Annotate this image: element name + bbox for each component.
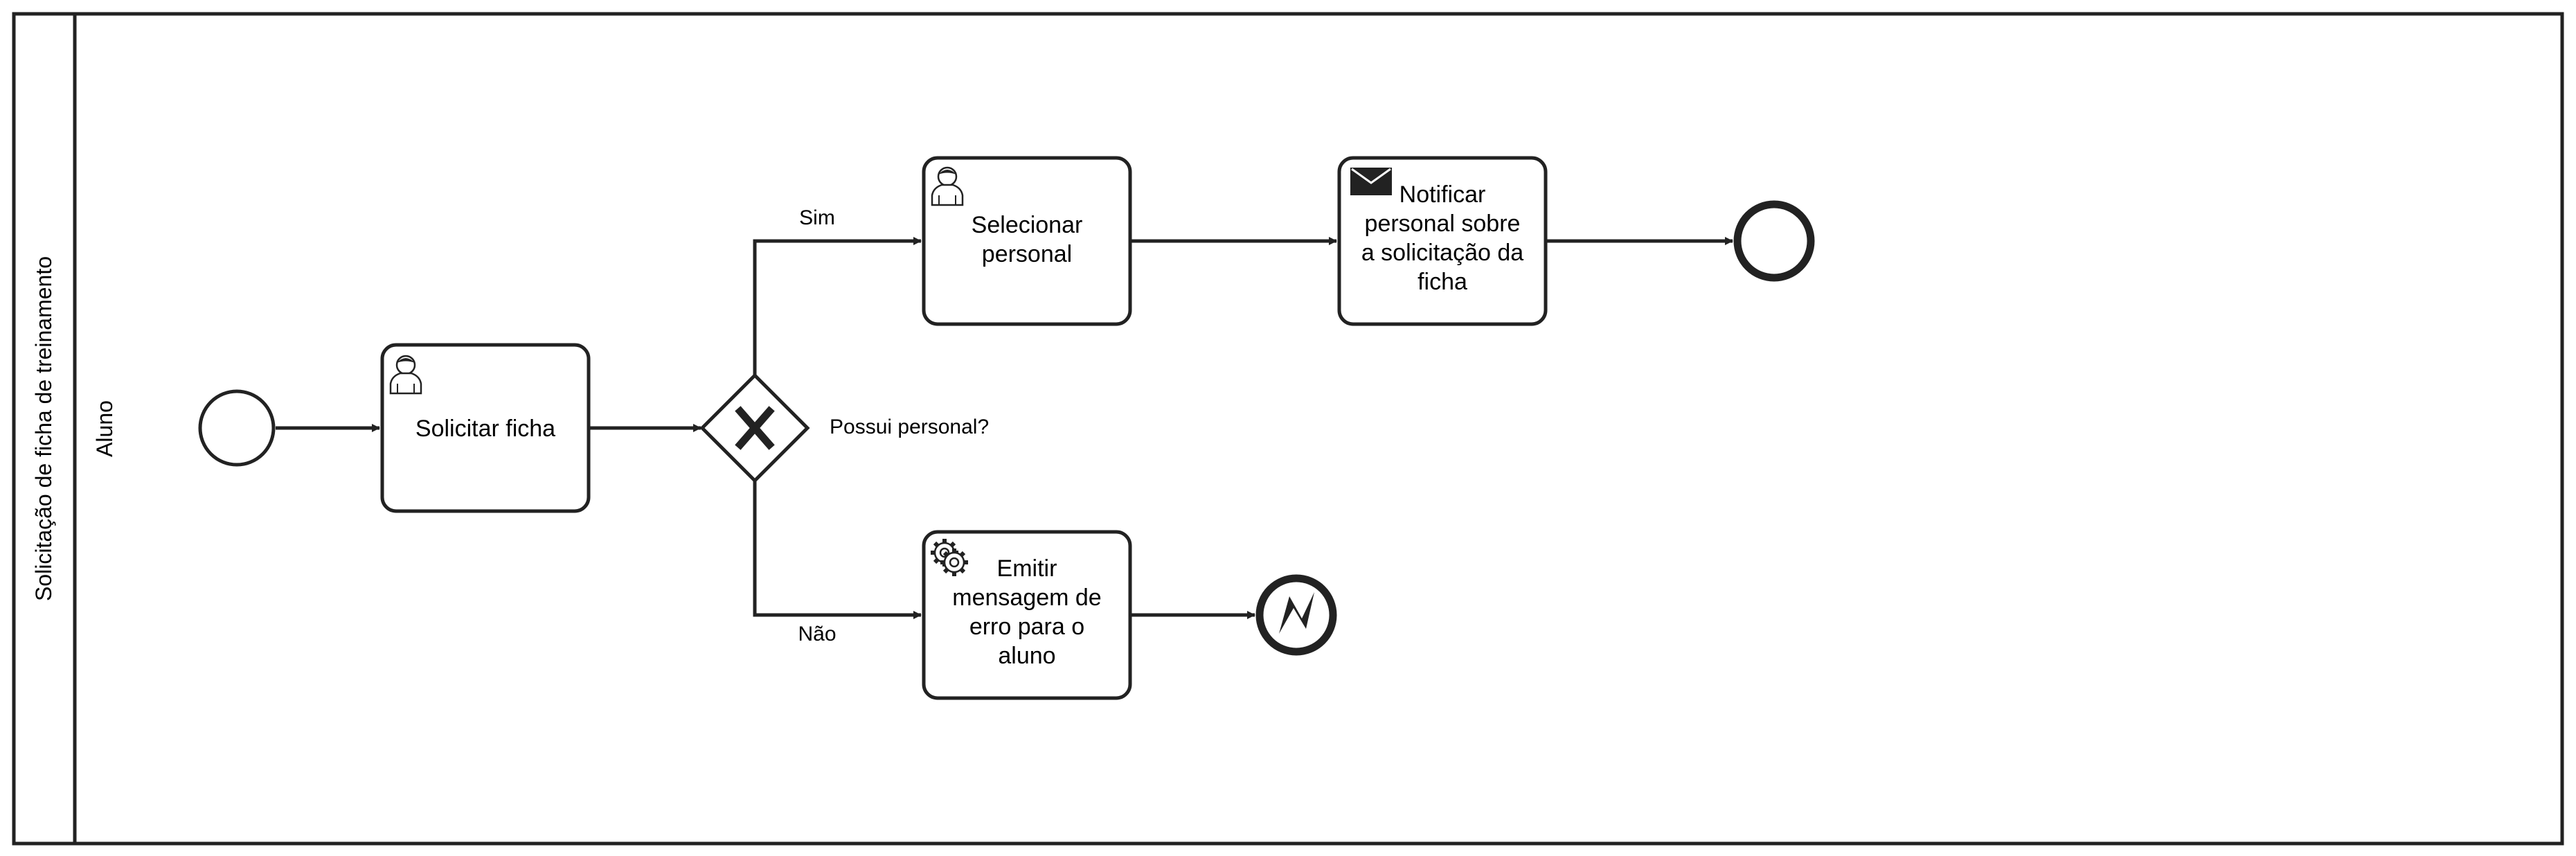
task-label-line-4: aluno: [998, 643, 1055, 669]
exclusive-gateway[interactable]: Possui personal?: [699, 373, 989, 483]
task-box[interactable]: [1337, 156, 1548, 326]
task-label: Solicitar ficha: [415, 416, 555, 442]
task-label-line-3: a solicitação da: [1361, 240, 1523, 266]
gear-icon: [931, 539, 968, 576]
lane-name: Aluno: [92, 400, 117, 457]
flow-label-no: Não: [798, 623, 836, 645]
flow-gateway-yes[interactable]: [753, 237, 922, 375]
gateway-question: Possui personal?: [830, 416, 989, 438]
task-label-line-2: mensagem de: [952, 585, 1101, 611]
task-label-line-1: Emitir: [997, 555, 1057, 582]
error-end-event[interactable]: [1255, 574, 1337, 656]
end-event[interactable]: [1733, 200, 1815, 282]
flow-label-yes: Sim: [799, 206, 835, 229]
error-icon: [1279, 592, 1314, 634]
task-label-line-1: Notificar: [1399, 181, 1486, 208]
task-box[interactable]: [380, 343, 591, 513]
user-icon: [931, 166, 964, 206]
task-selecionar-personal[interactable]: Selecionar personal: [922, 156, 1132, 326]
user-icon: [389, 355, 422, 395]
error-end-circle[interactable]: [1255, 574, 1337, 656]
task-label-line-4: ficha: [1417, 269, 1467, 295]
envelope-icon: [1350, 168, 1392, 195]
task-label-line-3: erro para o: [969, 614, 1084, 640]
flow-gateway-no[interactable]: [753, 481, 922, 619]
task-emitir-mensagem-erro[interactable]: Emitir mensagem de erro para o aluno: [922, 530, 1132, 700]
task-label-line-1: Selecionar: [972, 212, 1083, 238]
start-event[interactable]: [198, 389, 276, 467]
task-box[interactable]: [922, 156, 1132, 326]
task-label-line-2: personal sobre: [1365, 211, 1521, 237]
task-box[interactable]: [922, 530, 1132, 700]
x-icon: [735, 406, 775, 450]
sequence-flows: [276, 237, 1733, 619]
task-notificar-personal[interactable]: Notificar personal sobre a solicitação d…: [1337, 156, 1548, 326]
task-solicitar-ficha[interactable]: Solicitar ficha: [380, 343, 591, 513]
pool-name: Solicitação de ficha de treinamento: [31, 256, 56, 601]
task-label-line-2: personal: [982, 241, 1072, 267]
